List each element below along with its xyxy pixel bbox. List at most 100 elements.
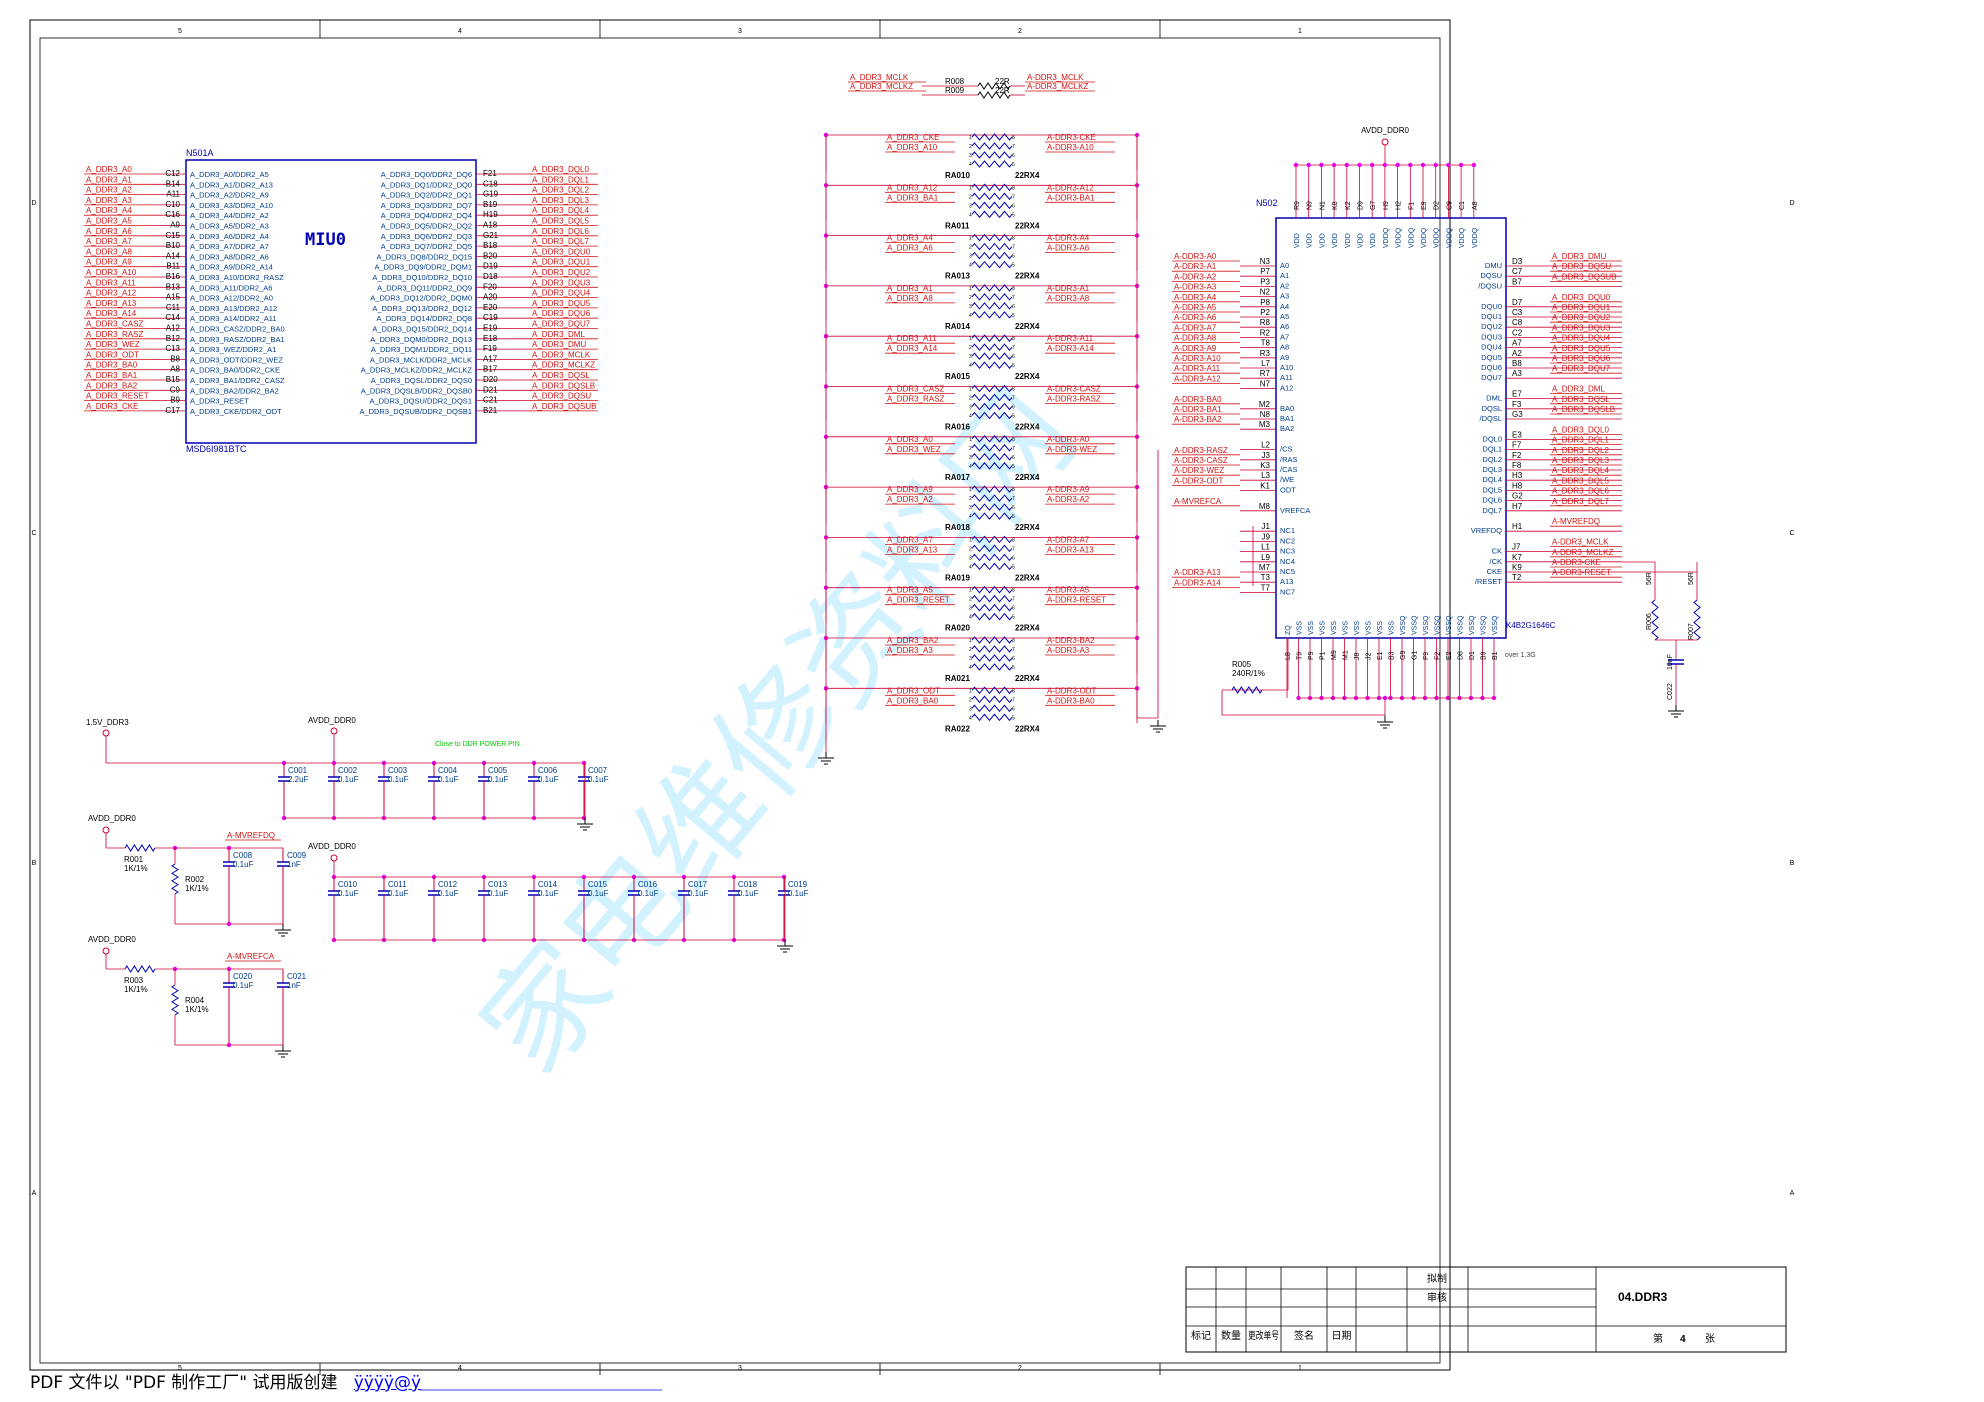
resistor-zigzag <box>971 444 1013 452</box>
pin-number: E3 <box>1512 430 1522 439</box>
rnet-pin: 8 <box>1012 236 1015 242</box>
pin-number: G2 <box>1512 492 1523 501</box>
rnet-pin: 5 <box>1012 414 1015 420</box>
cap-ref: C004 <box>438 766 458 775</box>
resistor-zigzag <box>124 965 156 973</box>
pin-number: M2 <box>1259 400 1271 409</box>
cap-value: 10nF <box>1667 654 1674 670</box>
pin-number: T3 <box>1261 573 1271 582</box>
pin-number: N2 <box>1260 288 1271 297</box>
net-label: A_DDR3_A7 <box>887 535 933 544</box>
rnet-pin: 4 <box>969 464 972 470</box>
pin-name: DML <box>1486 394 1502 403</box>
net-label: A_DDR3_DQL5 <box>532 217 589 226</box>
pin-name: A_DDR3_RESET <box>190 397 249 406</box>
rnet-pin: 1 <box>969 537 972 543</box>
resistor-zigzag <box>971 654 1013 662</box>
net-label: A_DDR3_A2 <box>887 495 933 504</box>
net-label: A-DDR3-A13 <box>1047 545 1094 554</box>
net-label: A_DDR3_A14 <box>887 344 938 353</box>
rnet-pin: 4 <box>969 363 972 369</box>
pin-number: A18 <box>483 221 498 230</box>
pin-number: E2 <box>1446 651 1453 660</box>
rnet-pin: 6 <box>1012 606 1015 612</box>
pin-name: /CAS <box>1280 465 1298 474</box>
net-label: A_DDR3_MCLKZ <box>532 361 595 370</box>
net-label: A-DDR3-RASZ <box>1047 395 1101 404</box>
rnet-pin: 2 <box>969 546 972 552</box>
pin-name: VSS <box>1389 621 1396 635</box>
pin-name: DQL4 <box>1482 475 1502 484</box>
resistor-zigzag <box>971 453 1013 461</box>
net-label: A_DDR3_A4 <box>86 206 132 215</box>
pin-number: P3 <box>1260 277 1270 286</box>
pin-name: DQL5 <box>1482 485 1502 494</box>
net-label: A-DDR3-A12 <box>1174 374 1221 383</box>
pdf-footer-link[interactable]: ÿÿÿÿ@ÿ <box>353 1373 422 1393</box>
net-label: A-DDR3-A1 <box>1174 262 1217 271</box>
resistor-zigzag <box>971 553 1013 562</box>
pin-number: C9 <box>1446 201 1453 210</box>
res-value: 56R <box>1646 572 1653 585</box>
pin-name: A_DDR3_DQ1/DDR2_DQ0 <box>381 180 472 189</box>
net-label: A_DDR3_DQU3 <box>532 278 591 287</box>
pin-name: A13 <box>1280 577 1293 586</box>
rnet-value: 22RX4 <box>1015 624 1040 633</box>
net-label: A_DDR3_A7 <box>86 237 132 246</box>
pin-number: B12 <box>166 334 181 343</box>
net-label: A_DDR3_DQSUB <box>1552 272 1616 281</box>
pin-name: DQSL <box>1482 404 1502 413</box>
cap-ref: C001 <box>288 766 308 775</box>
net-label: A-DDR3-A5 <box>1174 303 1217 312</box>
pin-name: NC7 <box>1280 587 1295 596</box>
net-label: A-DDR3_MCLK <box>1552 538 1609 547</box>
net-label: A_DDR3_A3 <box>887 646 933 655</box>
pin-name: A_DDR3_DQ0/DDR2_DQ6 <box>381 170 472 179</box>
pin-number: K3 <box>1260 461 1270 470</box>
pin-name: VDDQ <box>1396 227 1403 248</box>
resistor-zigzag <box>971 485 1013 493</box>
rnet-pin: 2 <box>969 345 972 351</box>
pin-name: A8 <box>1280 343 1289 352</box>
rnet-pin: 6 <box>1012 254 1015 260</box>
net-label: A_DDR3_DQL6 <box>532 227 589 236</box>
rnet-pin: 5 <box>1012 263 1015 269</box>
rnet-pin: 4 <box>969 665 972 671</box>
pin-number: C17 <box>165 406 180 415</box>
pin-number: J8 <box>1354 653 1361 661</box>
pin-name: A3 <box>1280 292 1289 301</box>
res-value: 1K/1% <box>185 1005 209 1014</box>
cap-ref: C014 <box>538 880 558 889</box>
pin-number: G1 <box>1412 651 1419 660</box>
rnet-pin: 2 <box>969 496 972 502</box>
cap-ref: C006 <box>538 766 558 775</box>
ic-n502-body <box>1275 217 1507 639</box>
pin-name: A_DDR3_DQ3/DDR2_DQ7 <box>381 201 472 210</box>
cap-ref: C003 <box>388 766 408 775</box>
pin-number: C3 <box>1512 308 1523 317</box>
pin-name: /DQSL <box>1479 414 1502 423</box>
rnet-pin: 1 <box>969 487 972 493</box>
net-label: A-DDR3-A8 <box>1047 294 1090 303</box>
pin-number: M3 <box>1259 420 1271 429</box>
pin-name: VDD <box>1307 233 1314 248</box>
net-label: A_DDR3_A5 <box>887 586 933 595</box>
pin-number: F20 <box>483 282 497 291</box>
pin-number: C7 <box>1512 267 1523 276</box>
pin-number: F9 <box>1423 652 1430 660</box>
net-label: A_DDR3_DQL0 <box>1552 425 1609 434</box>
rnet-pin: 2 <box>969 144 972 150</box>
watermark-text: 家电维修资料网 <box>456 366 1102 1099</box>
junction-dot <box>226 1042 232 1048</box>
rnet-pin: 1 <box>969 437 972 443</box>
pin-name: VSSQ <box>1492 615 1499 635</box>
pin-number: F7 <box>1512 441 1522 450</box>
grid-ref-top: 3 <box>738 28 742 35</box>
cap-value: 0.1uF <box>233 981 254 990</box>
pdf-footer-text: PDF 文件以 "PDF 制作工厂" 试用版创建 <box>30 1373 338 1393</box>
rnet-ref: RA017 <box>945 473 970 482</box>
cap-value: 0.1uF <box>738 889 759 898</box>
net-label: A_DDR3_DQL7 <box>1552 497 1609 506</box>
resistor-zigzag <box>971 311 1013 319</box>
rnet-ref: RA018 <box>945 523 970 532</box>
